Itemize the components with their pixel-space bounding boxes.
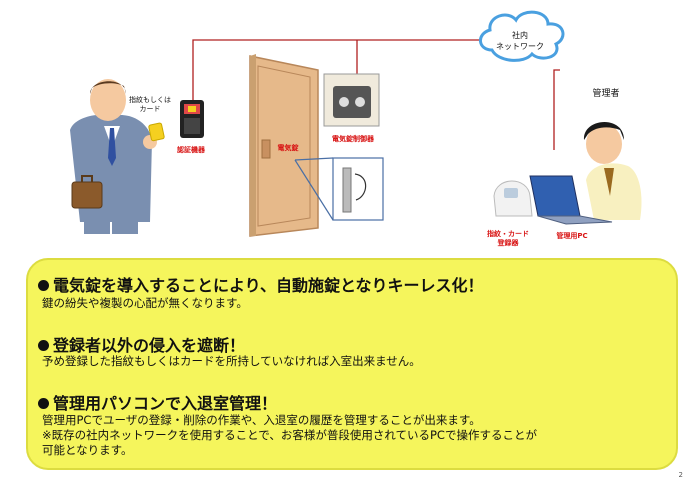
- admin-person-icon: [583, 121, 642, 220]
- reader-device-icon: [180, 100, 204, 138]
- point-2-line-1: 予め登録した指紋もしくはカードを所持していなければ入室出来ません。: [42, 354, 421, 368]
- point-2-heading: 登録者以外の侵入を遮断！: [38, 332, 245, 356]
- lock-label: 電気錠: [278, 143, 300, 152]
- controller-icon: [323, 73, 380, 127]
- point-3-line-1: 管理用PCでユーザの登録・削除の作業や、入退室の履歴を管理することが出来ます。: [42, 413, 481, 427]
- point-3-line-3: 可能となります。: [42, 443, 133, 457]
- card-label-2: カード: [140, 105, 161, 113]
- reader-label: 認証機器: [177, 145, 206, 154]
- point-1-heading: 電気錠を導入することにより、自動施錠となりキーレス化！: [38, 272, 484, 296]
- page-number: 2: [678, 471, 683, 479]
- cloud-label-1: 社内: [512, 30, 528, 40]
- register-label-2: 登録器: [497, 238, 520, 247]
- point-2-heading-text: 登録者以外の侵入を遮断！: [53, 336, 246, 355]
- admin-label: 管理者: [592, 87, 619, 99]
- bullet-icon: [38, 398, 49, 409]
- point-1-heading-text: 電気錠を導入することにより、自動施錠となりキーレス化！: [53, 276, 484, 295]
- cloud-label-2: ネットワーク: [496, 42, 544, 51]
- cloud-icon: [479, 10, 565, 62]
- door-icon: [249, 54, 319, 237]
- system-diagram: 指紋もしくは カード 認証機器 電気錠 電気錠制御器 指紋・カード 登録器: [70, 10, 642, 247]
- point-3-heading: 管理用パソコンで入退室管理！: [38, 390, 277, 414]
- businessman-icon: [70, 79, 165, 234]
- feature-summary-box: 電気錠を導入することにより、自動施錠となりキーレス化！ 鍵の紛失や複製の心配が無…: [26, 258, 678, 470]
- controller-label: 電気錠制御器: [332, 134, 375, 143]
- lock-detail-callout: [294, 157, 384, 221]
- bullet-icon: [38, 340, 49, 351]
- network-lines: [192, 39, 560, 150]
- register-label-1: 指紋・カード: [487, 229, 529, 238]
- laptop-icon: [529, 175, 613, 225]
- registration-device-icon: [493, 180, 533, 217]
- card-label-1: 指紋もしくは: [129, 95, 171, 104]
- point-1-line-1: 鍵の紛失や複製の心配が無くなります。: [42, 296, 248, 310]
- point-3-heading-text: 管理用パソコンで入退室管理！: [53, 394, 278, 413]
- pc-label: 管理用PC: [556, 231, 587, 240]
- bullet-icon: [38, 280, 49, 291]
- point-3-line-2: ※既存の社内ネットワークを使用することで、お客様が普段使用されているPCで操作す…: [42, 428, 537, 442]
